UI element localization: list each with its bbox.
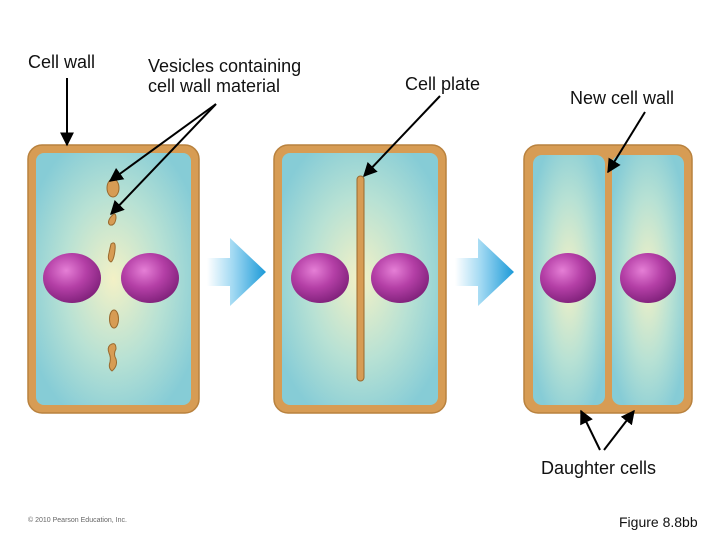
daughter-cells-label: Daughter cells [541, 458, 657, 478]
vesicle [106, 178, 120, 198]
nucleus [620, 253, 676, 303]
vesicle [107, 242, 116, 263]
nucleus [371, 253, 429, 303]
cell-wall-label: Cell wall [28, 52, 96, 72]
cell-3 [523, 144, 693, 414]
new-cell-wall-label: New cell wall [570, 88, 675, 108]
cell-plate-label: Cell plate [405, 74, 481, 94]
nucleus [43, 253, 101, 303]
transition-arrow-icon [455, 238, 514, 306]
nucleus [121, 253, 179, 303]
cell-1 [27, 144, 200, 414]
vesicle [107, 343, 117, 372]
vesicles-label: Vesicles containing cell wall material [148, 56, 302, 96]
cell-1-cytoplasm [36, 153, 191, 405]
transition-arrow-icon [207, 238, 266, 306]
figure-number: Figure 8.8bb [619, 514, 698, 530]
vesicle-pointer [108, 103, 217, 182]
cell-plate-pointer [363, 95, 441, 178]
daughter-cell-pointer [580, 409, 601, 451]
vesicle [109, 309, 119, 329]
daughter-cell-pointer [603, 409, 635, 451]
new-cell-wall-pointer [607, 111, 646, 174]
pointer-lines [60, 78, 646, 451]
cell-plate [356, 175, 365, 382]
vesicle-pointer [110, 103, 217, 216]
cell-2 [273, 144, 447, 414]
nucleus [291, 253, 349, 303]
copyright-notice: © 2010 Pearson Education, Inc. [28, 517, 127, 524]
nucleus [540, 253, 596, 303]
